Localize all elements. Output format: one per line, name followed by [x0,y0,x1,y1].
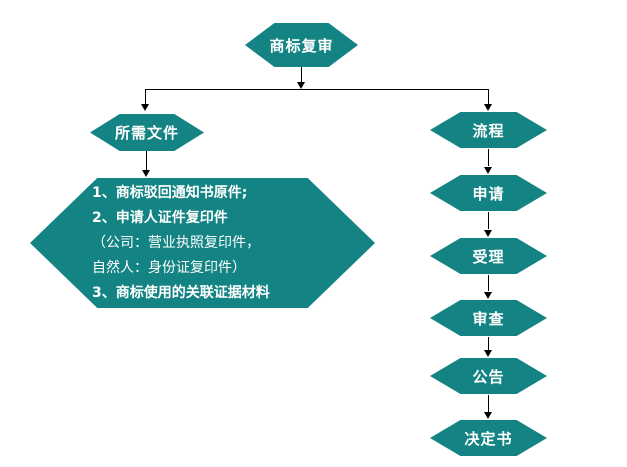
arrowhead-process-4 [484,350,492,357]
arrowhead-process-5 [484,412,492,419]
arrowhead-process-2 [484,230,492,237]
docs-detail-line: 3、商标使用的关联证据材料 [92,284,270,301]
connector-root-stem [301,67,302,84]
arrowhead-docs-to-details [142,170,150,177]
process-step-node-examine: 审查 [430,300,547,336]
connector-process-1 [488,149,489,166]
connector-right-drop [488,89,489,104]
process-step-node-decision: 决定书 [430,420,547,456]
arrowhead-left-drop [141,104,149,111]
arrowhead-process-1 [484,167,492,174]
root-node-trademark-review: 商标复审 [245,23,358,67]
process-step-label: 受理 [472,247,505,266]
docs-details-text: 1、商标驳回通知书原件; 2、申请人证件复印件 （公司：营业执照复印件， 自然人… [92,181,270,306]
process-step-label: 决定书 [464,429,513,448]
process-header-node: 流程 [430,112,547,148]
connector-process-2 [488,212,489,229]
docs-detail-line: 2、申请人证件复印件 [92,209,228,226]
connector-docs-to-details [146,151,147,170]
process-step-label: 公告 [472,367,505,386]
arrowhead-right-drop [484,104,492,111]
process-step-node-accept: 受理 [430,238,547,274]
docs-header-label: 所需文件 [114,124,179,142]
docs-detail-line: 1、商标驳回通知书原件; [92,184,248,201]
process-header-label: 流程 [472,121,505,140]
connector-process-4 [488,337,489,350]
docs-detail-line: 自然人：身份证复印件） [92,259,246,276]
connector-left-drop [145,89,146,104]
arrowhead-root-stem [297,82,305,89]
process-step-node-apply: 申请 [430,175,547,211]
process-step-label: 审查 [472,309,505,328]
connector-branch-bar [145,89,489,90]
connector-process-3 [488,275,489,291]
root-node-label: 商标复审 [269,36,334,55]
docs-header-node: 所需文件 [90,114,204,151]
arrowhead-process-3 [484,292,492,299]
process-step-node-announce: 公告 [430,358,547,394]
docs-details-node: 1、商标驳回通知书原件; 2、申请人证件复印件 （公司：营业执照复印件， 自然人… [30,178,375,308]
docs-detail-line: （公司：营业执照复印件， [92,234,260,251]
connector-process-5 [488,395,489,412]
process-step-label: 申请 [472,184,505,203]
